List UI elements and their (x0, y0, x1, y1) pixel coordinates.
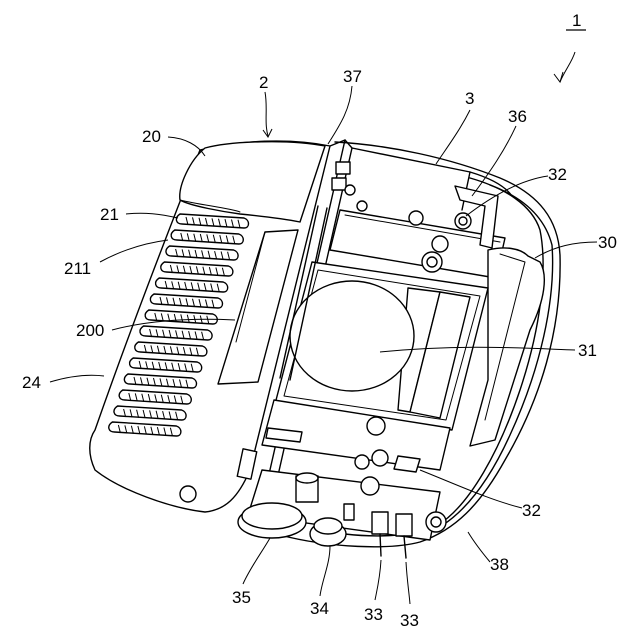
rim-post-1 (336, 162, 350, 174)
label-fin-base: 200 (76, 321, 104, 340)
label-fin-edge: 211 (64, 259, 91, 278)
leader-30 (535, 242, 597, 258)
label-socket: 34 (310, 599, 329, 618)
clip-screw-inner (459, 217, 467, 225)
leader-2 (265, 92, 268, 136)
leader-35 (243, 538, 270, 584)
label-fin-region: 24 (22, 373, 41, 392)
connector-35-rim (242, 503, 302, 529)
label-rim: 37 (343, 67, 362, 86)
rim-screw-2 (357, 201, 367, 211)
rim-screw-1 (345, 185, 355, 195)
lower-roller-1 (367, 417, 385, 435)
upper-roller-1 (409, 211, 423, 225)
leader-24 (50, 375, 104, 382)
label-clip: 36 (508, 107, 527, 126)
label-connector: 35 (232, 588, 251, 607)
label-lens: 31 (578, 341, 597, 360)
leader-33-right (406, 562, 410, 604)
lower-roller-4 (361, 477, 379, 495)
label-device: 1 (572, 11, 581, 30)
leader-37 (328, 86, 352, 144)
label-terminal-left: 33 (364, 605, 383, 624)
label-housing: 2 (259, 73, 268, 92)
lower-roller-5-inner (431, 517, 441, 527)
socket-tab (344, 504, 354, 520)
terminal-left-block (372, 512, 388, 534)
label-cover-body: 3 (465, 89, 474, 108)
lower-window (394, 456, 420, 472)
label-outer-shell: 38 (490, 555, 509, 574)
label-grip: 20 (142, 127, 161, 146)
leader-1-arrow (560, 52, 575, 82)
lower-roller-3 (355, 455, 369, 469)
leader-1-head (554, 72, 563, 82)
leader-36 (472, 126, 516, 196)
leader-34 (320, 546, 330, 596)
rim-post-2 (332, 178, 346, 190)
leader-33-left (375, 560, 381, 600)
socket-34-top (314, 518, 342, 534)
terminal-left-pin (380, 534, 381, 556)
upper-roller-3-inner (427, 257, 437, 267)
label-roller-lower: 32 (522, 501, 541, 520)
label-roller-upper: 32 (548, 165, 567, 184)
upper-roller-2 (432, 236, 448, 252)
leader-38 (468, 532, 490, 562)
lens (290, 281, 414, 391)
label-terminal-right: 33 (400, 611, 419, 630)
terminal-right-block (396, 514, 412, 536)
base-screw (180, 486, 196, 502)
leader-21 (126, 213, 178, 218)
frame-top-edge (352, 148, 470, 210)
leader-3 (436, 110, 470, 164)
label-chassis: 30 (598, 233, 617, 252)
rim (332, 162, 367, 211)
lower-roller-2 (372, 450, 388, 466)
label-fin: 21 (100, 205, 119, 224)
terminal-right-pin (404, 536, 406, 558)
connector-post-top (296, 473, 318, 483)
